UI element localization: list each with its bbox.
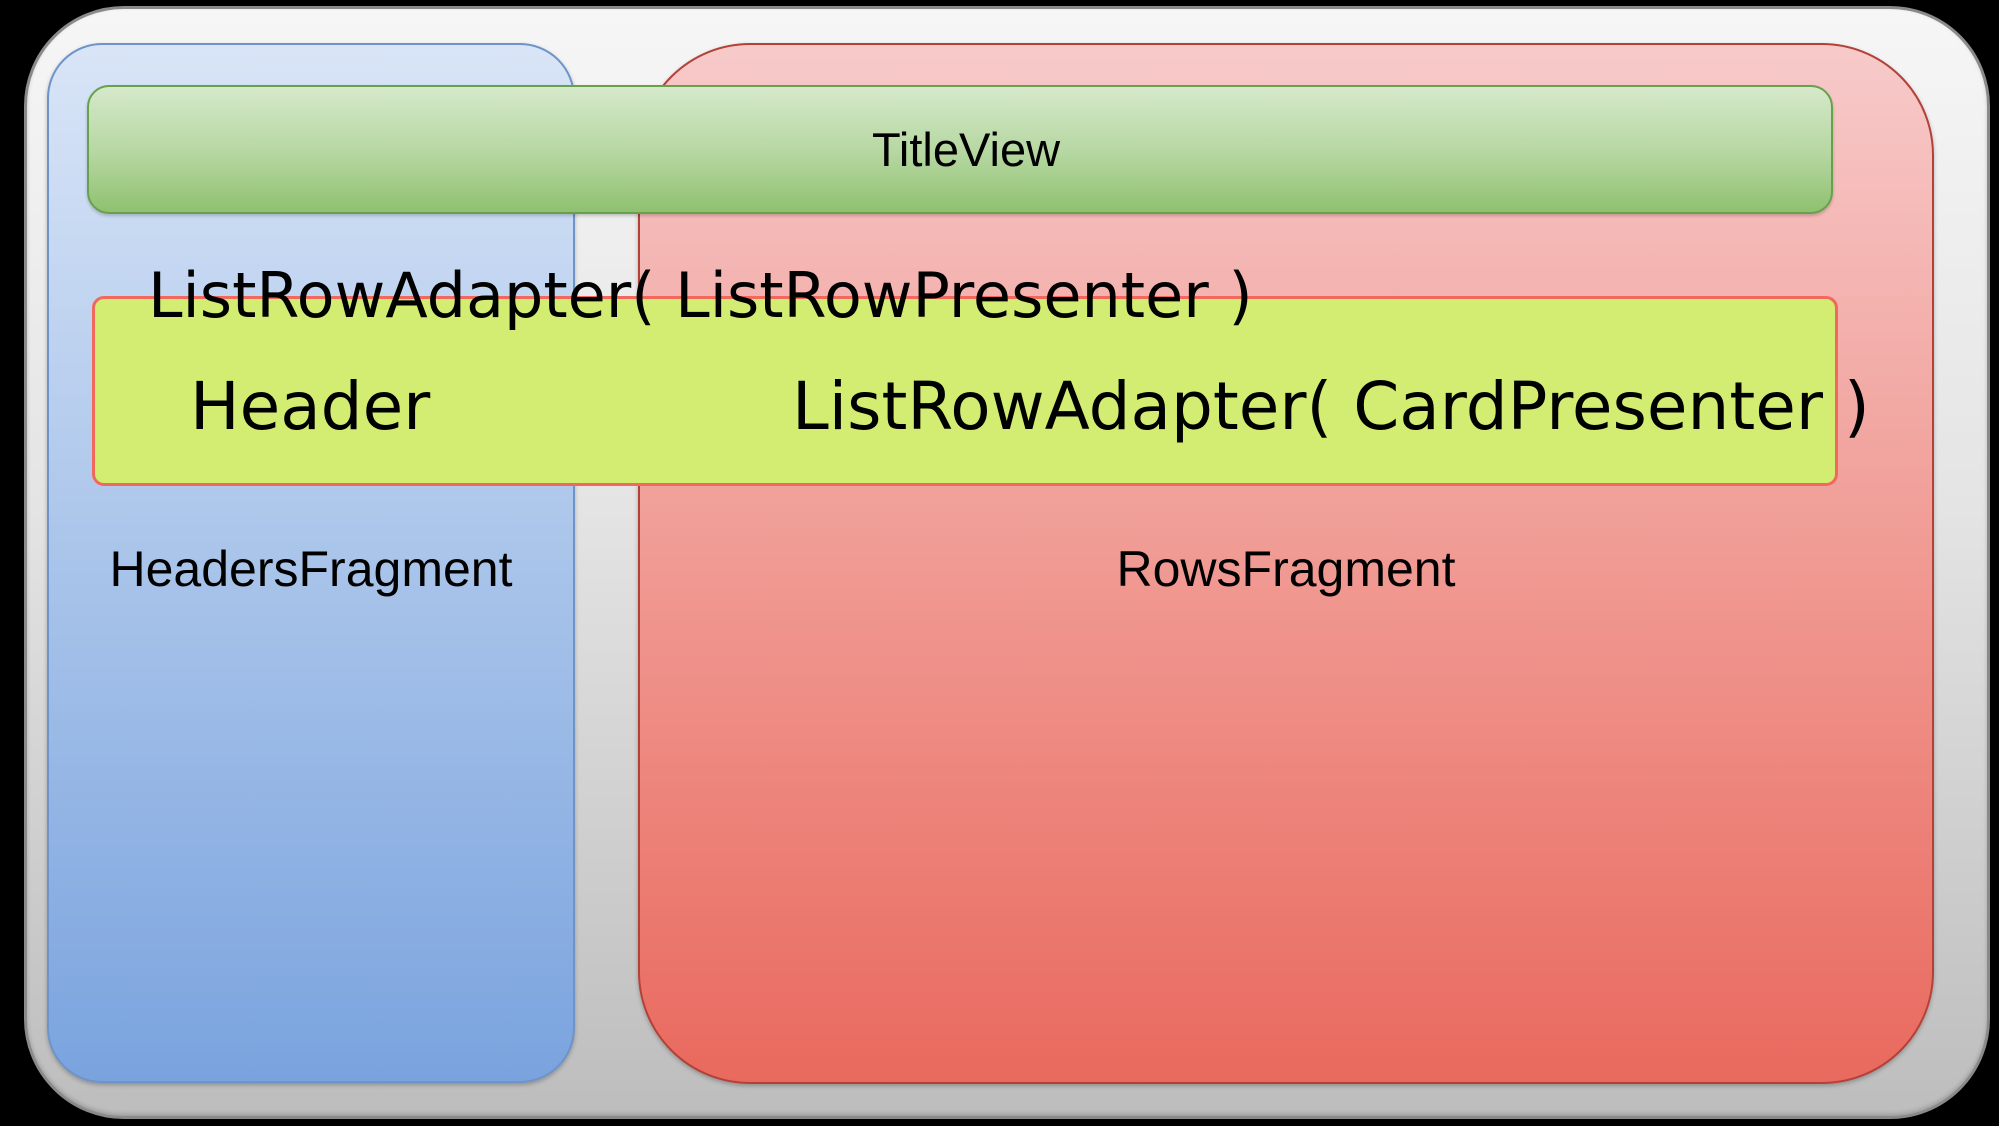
- card-adapter-label: ListRowAdapter( CardPresenter ): [792, 368, 1870, 445]
- headers-fragment-box: [47, 43, 575, 1083]
- rows-fragment-box: [638, 43, 1934, 1084]
- header-cell-label: Header: [190, 368, 431, 445]
- rows-fragment-label: RowsFragment: [1116, 541, 1456, 597]
- list-row-adapter-presenter-text: ListRowAdapter( ListRowPresenter ): [148, 259, 1253, 332]
- title-view-bar: TitleView: [87, 85, 1833, 214]
- headers-fragment-label: HeadersFragment: [109, 541, 513, 597]
- list-row-bar: [92, 296, 1838, 486]
- title-view-label: TitleView: [871, 123, 1061, 176]
